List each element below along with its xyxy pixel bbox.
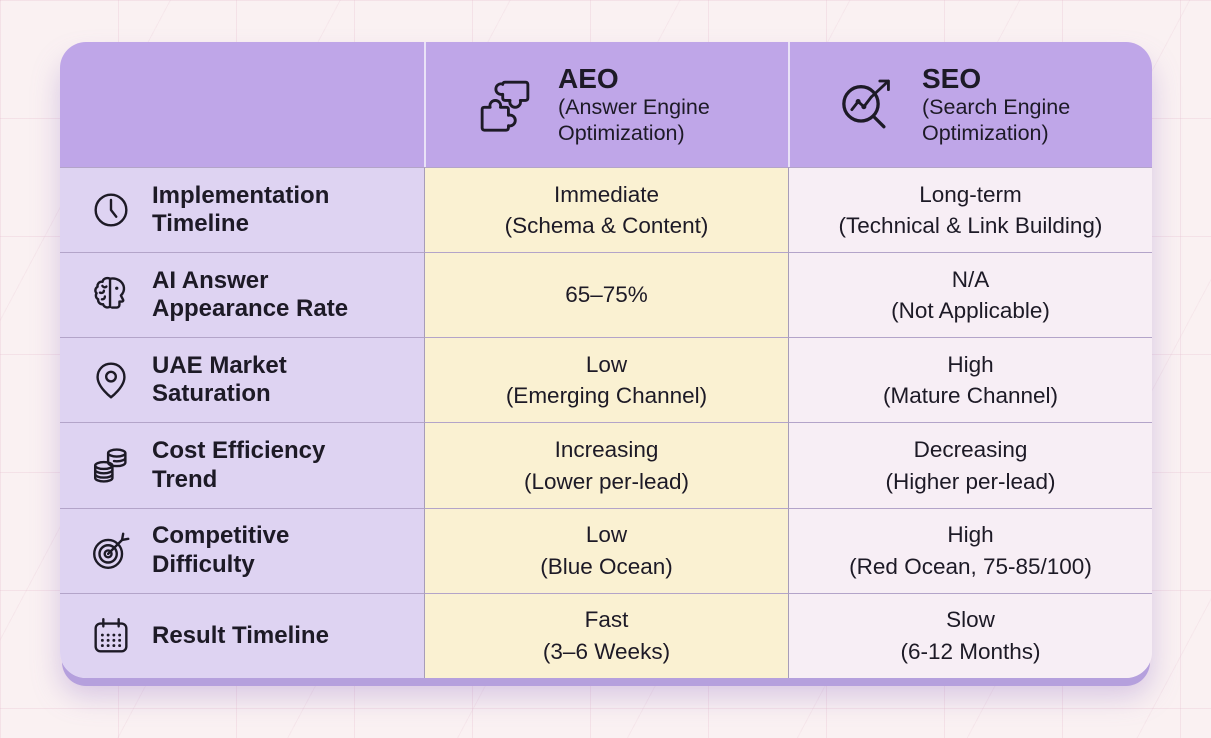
puzzle-icon — [472, 73, 538, 137]
row-label-result-timeline: Result Timeline — [60, 592, 424, 678]
brain-head-icon — [87, 272, 135, 318]
row-label-text: UAE Market Saturation — [152, 352, 287, 408]
header-aeo-cell: AEO (Answer Engine Optimization) — [424, 42, 788, 167]
row-label-competitive-difficulty: Competitive Difficulty — [60, 507, 424, 593]
cell-aeo-competitive-difficulty: Low (Blue Ocean) — [424, 507, 788, 593]
cell-note: (Blue Ocean) — [540, 553, 673, 579]
row-label-text: Implementation Timeline — [152, 181, 330, 238]
target-arrow-icon — [87, 528, 135, 574]
row-label-uae-market-saturation: UAE Market Saturation — [60, 337, 424, 423]
cell-value: High — [947, 351, 994, 377]
cell-seo-cost-efficiency-trend: Decreasing (Higher per-lead) — [788, 422, 1152, 508]
cell-value: Low — [585, 351, 628, 377]
cell-value: Increasing — [554, 437, 659, 463]
row-label-ai-answer-appearance-rate: AI Answer Appearance Rate — [60, 252, 424, 338]
cell-note: (Schema & Content) — [504, 213, 709, 239]
cell-value: Decreasing — [913, 437, 1028, 463]
cell-note: (Emerging Channel) — [505, 383, 708, 409]
cell-seo-result-timeline: Slow (6-12 Months) — [788, 592, 1152, 678]
cell-value: Immediate — [553, 181, 660, 207]
cell-value: Slow — [946, 607, 995, 633]
header-seo-subtitle: (Search Engine Optimization) — [922, 94, 1071, 146]
cell-note: (Lower per-lead) — [523, 468, 690, 494]
cell-aeo-cost-efficiency-trend: Increasing (Lower per-lead) — [424, 422, 788, 508]
location-pin-icon — [87, 357, 135, 403]
header-seo-text: SEO (Search Engine Optimization) — [922, 63, 1138, 147]
calendar-icon — [87, 613, 135, 659]
cell-note: (Red Ocean, 75-85/100) — [849, 553, 1092, 579]
cell-aeo-ai-answer-appearance-rate: 65–75% — [424, 252, 788, 338]
cell-note: (3–6 Weeks) — [542, 638, 671, 664]
clock-icon — [87, 187, 135, 233]
cell-value: N/A — [951, 266, 990, 292]
row-label-implementation-timeline: Implementation Timeline — [60, 167, 424, 253]
cell-seo-uae-market-saturation: High (Mature Channel) — [788, 337, 1152, 423]
cell-note: (Not Applicable) — [891, 298, 1050, 324]
cell-value: Fast — [584, 607, 629, 633]
cell-note: (6-12 Months) — [900, 638, 1041, 664]
header-corner-cell — [60, 42, 424, 167]
cell-aeo-uae-market-saturation: Low (Emerging Channel) — [424, 337, 788, 423]
coins-icon — [87, 443, 135, 489]
header-aeo-title: AEO — [558, 62, 619, 94]
cell-seo-implementation-timeline: Long-term (Technical & Link Building) — [788, 167, 1152, 253]
cell-value: High — [947, 522, 994, 548]
cell-aeo-result-timeline: Fast (3–6 Weeks) — [424, 592, 788, 678]
cell-seo-competitive-difficulty: High (Red Ocean, 75-85/100) — [788, 507, 1152, 593]
cell-seo-ai-answer-appearance-rate: N/A (Not Applicable) — [788, 252, 1152, 338]
cell-note: (Higher per-lead) — [885, 468, 1056, 494]
header-seo-title: SEO — [922, 62, 982, 94]
comparison-table-card: AEO (Answer Engine Optimization) SEO (Se… — [60, 42, 1152, 678]
row-label-text: Competitive Difficulty — [152, 522, 290, 578]
cell-value: Long-term — [919, 181, 1022, 207]
magnifier-trend-icon — [836, 73, 902, 137]
cell-value: 65–75% — [565, 282, 648, 308]
cell-note: (Technical & Link Building) — [838, 213, 1103, 239]
row-label-text: Cost Efficiency Trend — [152, 437, 326, 493]
header-aeo-subtitle: (Answer Engine Optimization) — [558, 94, 710, 146]
row-label-text: Result Timeline — [152, 621, 329, 649]
header-seo-cell: SEO (Search Engine Optimization) — [788, 42, 1152, 167]
cell-note: (Mature Channel) — [882, 383, 1059, 409]
row-label-text: AI Answer Appearance Rate — [152, 266, 349, 323]
row-label-cost-efficiency-trend: Cost Efficiency Trend — [60, 422, 424, 508]
cell-value: Low — [585, 522, 628, 548]
header-aeo-text: AEO (Answer Engine Optimization) — [558, 63, 774, 147]
comparison-table: AEO (Answer Engine Optimization) SEO (Se… — [60, 42, 1152, 678]
cell-aeo-implementation-timeline: Immediate (Schema & Content) — [424, 167, 788, 253]
